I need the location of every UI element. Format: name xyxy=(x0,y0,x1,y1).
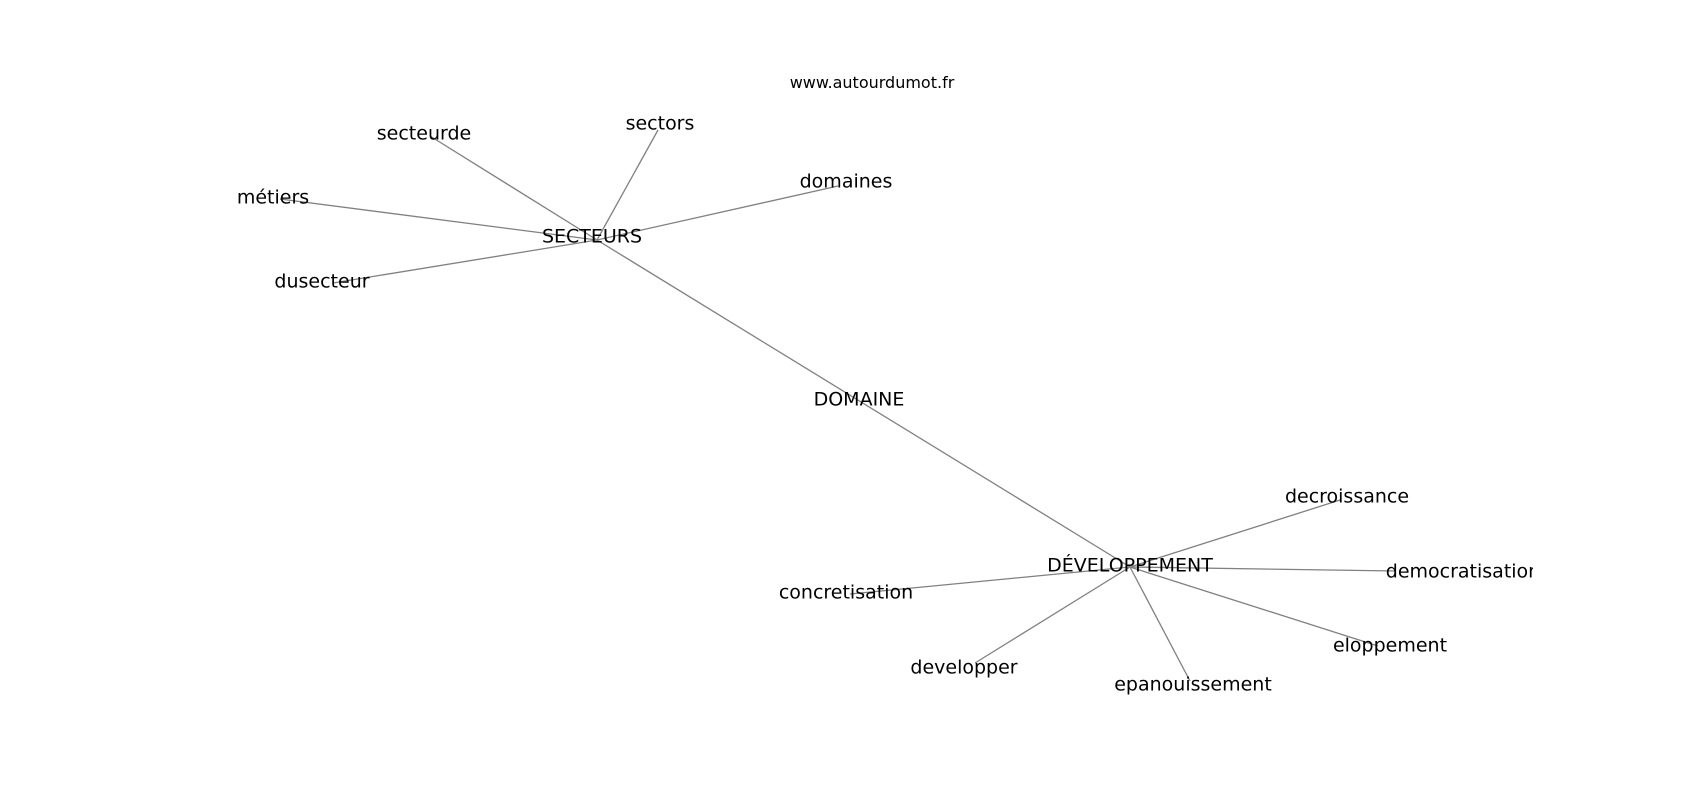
watermark-text: www.autourdumot.fr xyxy=(790,73,955,92)
node-label-sectors: sectors xyxy=(626,113,695,135)
node-label-metiers: métiers xyxy=(237,187,309,209)
node-label-domaines: domaines xyxy=(800,171,893,193)
edge-layer xyxy=(279,129,1397,682)
node-label-dusecteur: dusecteur xyxy=(274,271,369,293)
node-label-secteurs: SECTEURS xyxy=(542,226,642,248)
node-label-concretisation: concretisation xyxy=(779,582,913,604)
node-label-epanouissement: epanouissement xyxy=(1114,674,1272,696)
node-label-secteurde: secteurde xyxy=(377,123,471,145)
node-label-decroissance: decroissance xyxy=(1285,486,1409,508)
edge-developpement-eloppement xyxy=(1129,566,1379,647)
edge-secteurs-metiers xyxy=(279,198,598,241)
edge-developpement-epanouissement xyxy=(1129,566,1191,682)
edge-secteurs-domaines xyxy=(596,185,839,241)
node-label-domaine: DOMAINE xyxy=(814,389,905,411)
edge-developpement-democratisation xyxy=(1129,566,1397,572)
edge-secteurs-dusecteur xyxy=(332,239,598,284)
node-label-democratisation: democratisation xyxy=(1386,561,1540,583)
node-label-developper: developper xyxy=(910,657,1017,679)
edge-secteurs-sectors xyxy=(596,129,659,241)
edge-developpement-decroissance xyxy=(1129,499,1341,568)
node-layer: DOMAINE SECTEURS DÉVELOPPEMENT secteurde sec… xyxy=(237,113,1540,696)
edge-secteurs-developpement xyxy=(596,239,1131,568)
edge-secteurs-secteurde xyxy=(429,135,598,241)
node-label-developpement: DÉVELOPPEMENT xyxy=(1047,554,1213,577)
edge-developpement-developper xyxy=(974,566,1131,664)
edge-developpement-concretisation xyxy=(849,566,1131,595)
node-label-eloppement: eloppement xyxy=(1333,635,1447,657)
